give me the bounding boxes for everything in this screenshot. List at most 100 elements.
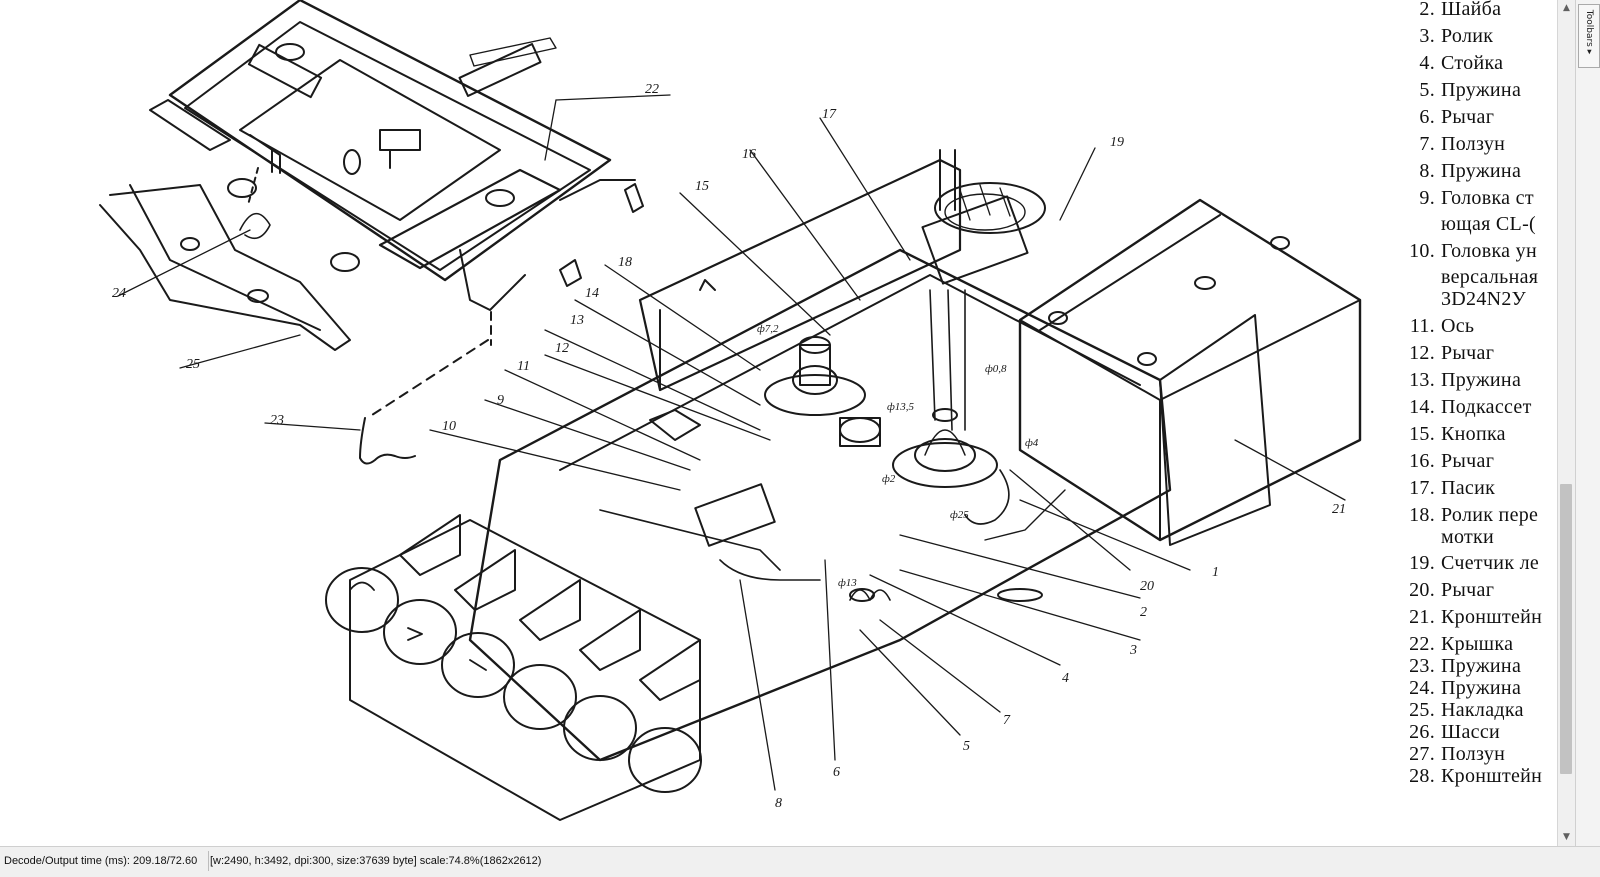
callout-24: 24 bbox=[112, 286, 126, 301]
legend-number: 8. bbox=[1419, 160, 1435, 182]
legend-number: 17. bbox=[1409, 477, 1435, 499]
legend-number: 20. bbox=[1409, 579, 1435, 601]
legend-text: Пасик bbox=[1441, 477, 1496, 499]
legend-item: 12. Рычаг bbox=[1405, 342, 1494, 365]
legend-text: Шайба bbox=[1441, 0, 1502, 20]
vertical-scrollbar[interactable]: ▲ ▼ bbox=[1557, 0, 1575, 846]
legend-text: версальная bbox=[1441, 266, 1539, 288]
legend-text: Ролик пере bbox=[1441, 504, 1539, 526]
cover-assembly bbox=[99, 0, 644, 416]
callout-4: 4 bbox=[1062, 671, 1069, 686]
callout-7: 7 bbox=[1003, 713, 1011, 728]
callout-16: 16 bbox=[742, 147, 756, 162]
legend-text: Кронштейн bbox=[1441, 606, 1543, 628]
legend-text: Рычаг bbox=[1441, 450, 1495, 472]
callout-3: 3 bbox=[1129, 643, 1137, 658]
legend-number: 25. bbox=[1409, 699, 1435, 721]
legend-item: 17. Пасик bbox=[1405, 477, 1495, 500]
exploded-mechanism-drawing: 22 24 25 23 18 15 16 17 19 14 13 12 11 9… bbox=[99, 0, 1362, 821]
legend-text: Рычаг bbox=[1441, 106, 1495, 128]
legend-text: мотки bbox=[1441, 526, 1495, 548]
legend-item: 28. Кронштейн bbox=[1405, 765, 1542, 788]
toolbars-strip: Toolbars ▸ bbox=[1575, 0, 1600, 846]
legend-item: 20. Рычаг bbox=[1405, 579, 1494, 602]
legend-text: Пружина bbox=[1441, 655, 1522, 677]
dim-2: ф2 bbox=[882, 473, 896, 485]
legend-text: Ползун bbox=[1441, 133, 1506, 155]
status-image-info: [w:2490, h:3492, dpi:300, size:37639 byt… bbox=[210, 855, 542, 867]
legend-item: 16.Рычаг bbox=[1405, 450, 1494, 473]
scroll-down-icon[interactable]: ▼ bbox=[1563, 832, 1570, 842]
legend-number: 3. bbox=[1419, 25, 1435, 47]
scroll-thumb[interactable] bbox=[1560, 484, 1572, 774]
toolbars-button[interactable]: Toolbars ▸ bbox=[1578, 4, 1600, 68]
legend-number: 5. bbox=[1419, 79, 1435, 101]
legend-item: 10.Головка ун bbox=[1405, 240, 1537, 263]
callout-22: 22 bbox=[645, 82, 659, 97]
scroll-up-icon[interactable]: ▲ bbox=[1563, 3, 1570, 13]
spring-23 bbox=[359, 417, 416, 465]
legend-text: Пружина bbox=[1441, 677, 1522, 699]
legend-item: ющая CL-( bbox=[1405, 213, 1536, 236]
dim-0-8: ф0,8 bbox=[985, 363, 1007, 375]
legend-number: 13. bbox=[1409, 369, 1435, 391]
legend-text: Кнопка bbox=[1441, 423, 1506, 445]
legend-number: 15. bbox=[1409, 423, 1435, 445]
legend-item: 27.Ползун bbox=[1405, 743, 1505, 766]
legend-text: 3D24N2У bbox=[1441, 288, 1527, 310]
legend-number: 27. bbox=[1409, 743, 1435, 765]
dim-25: ф25 bbox=[950, 509, 969, 521]
callout-13: 13 bbox=[570, 313, 584, 328]
legend-number: 9. bbox=[1419, 187, 1435, 209]
legend-number: 28. bbox=[1409, 765, 1435, 787]
callout-18: 18 bbox=[618, 255, 632, 270]
image-viewport[interactable]: 22 24 25 23 18 15 16 17 19 14 13 12 11 9… bbox=[0, 0, 1557, 846]
legend-number: 14. bbox=[1409, 396, 1435, 418]
legend-number: 12. bbox=[1409, 342, 1435, 364]
legend-text: Рычаг bbox=[1441, 342, 1495, 364]
callout-labels: 22 24 25 23 18 15 16 17 19 14 13 12 11 9… bbox=[112, 82, 1346, 811]
legend-text: Пружина bbox=[1441, 160, 1522, 182]
callout-6: 6 bbox=[833, 765, 840, 780]
legend-number: 22. bbox=[1409, 633, 1435, 655]
legend-text: Шасси bbox=[1441, 721, 1501, 743]
legend-number: 4. bbox=[1419, 52, 1435, 74]
legend-text: Накладка bbox=[1441, 699, 1524, 721]
legend-item: 22.Крышка bbox=[1405, 633, 1513, 656]
legend-text: Кронштейн bbox=[1441, 765, 1543, 787]
callout-12: 12 bbox=[555, 341, 569, 356]
callout-8: 8 bbox=[775, 796, 782, 811]
legend-number: 19. bbox=[1409, 552, 1435, 574]
leader-lines bbox=[117, 94, 1346, 791]
transport-keys bbox=[325, 514, 702, 821]
legend-number: 7. bbox=[1419, 133, 1435, 155]
callout-1: 1 bbox=[1212, 565, 1219, 580]
legend-item: 18.Ролик пере bbox=[1405, 504, 1538, 527]
legend-text: Счетчик ле bbox=[1441, 552, 1540, 574]
callout-21: 21 bbox=[1332, 502, 1346, 517]
dim-13-5: ф13,5 bbox=[887, 401, 915, 413]
chassis-assembly: 22 24 25 23 18 15 16 17 19 14 13 12 11 9… bbox=[112, 82, 1362, 821]
legend-text: Стойка bbox=[1441, 52, 1504, 74]
callout-10: 10 bbox=[442, 419, 456, 434]
legend-item: 13.Пружина bbox=[1405, 369, 1521, 392]
legend-number: 21. bbox=[1409, 606, 1435, 628]
callout-5: 5 bbox=[963, 739, 970, 754]
legend-item: 15. Кнопка bbox=[1405, 423, 1506, 446]
legend-item: 26.Шасси bbox=[1405, 721, 1500, 744]
legend-item: мотки bbox=[1405, 526, 1494, 549]
dim-4: ф4 bbox=[1025, 437, 1039, 449]
legend-item: 9.Головка ст bbox=[1405, 187, 1534, 210]
legend-item: 3D24N2У bbox=[1405, 288, 1526, 311]
dim-7-2: ф7,2 bbox=[757, 323, 779, 335]
legend-text: Ось bbox=[1441, 315, 1475, 337]
legend-number: 24. bbox=[1409, 677, 1435, 699]
legend-text: Рычаг bbox=[1441, 579, 1495, 601]
callout-9: 9 bbox=[497, 393, 504, 408]
legend-item: 2. Шайба bbox=[1405, 0, 1501, 21]
legend-number: 2. bbox=[1419, 0, 1435, 20]
callout-2: 2 bbox=[1140, 605, 1147, 620]
legend-item: 25. Накладка bbox=[1405, 699, 1524, 722]
callout-19: 19 bbox=[1110, 135, 1124, 150]
